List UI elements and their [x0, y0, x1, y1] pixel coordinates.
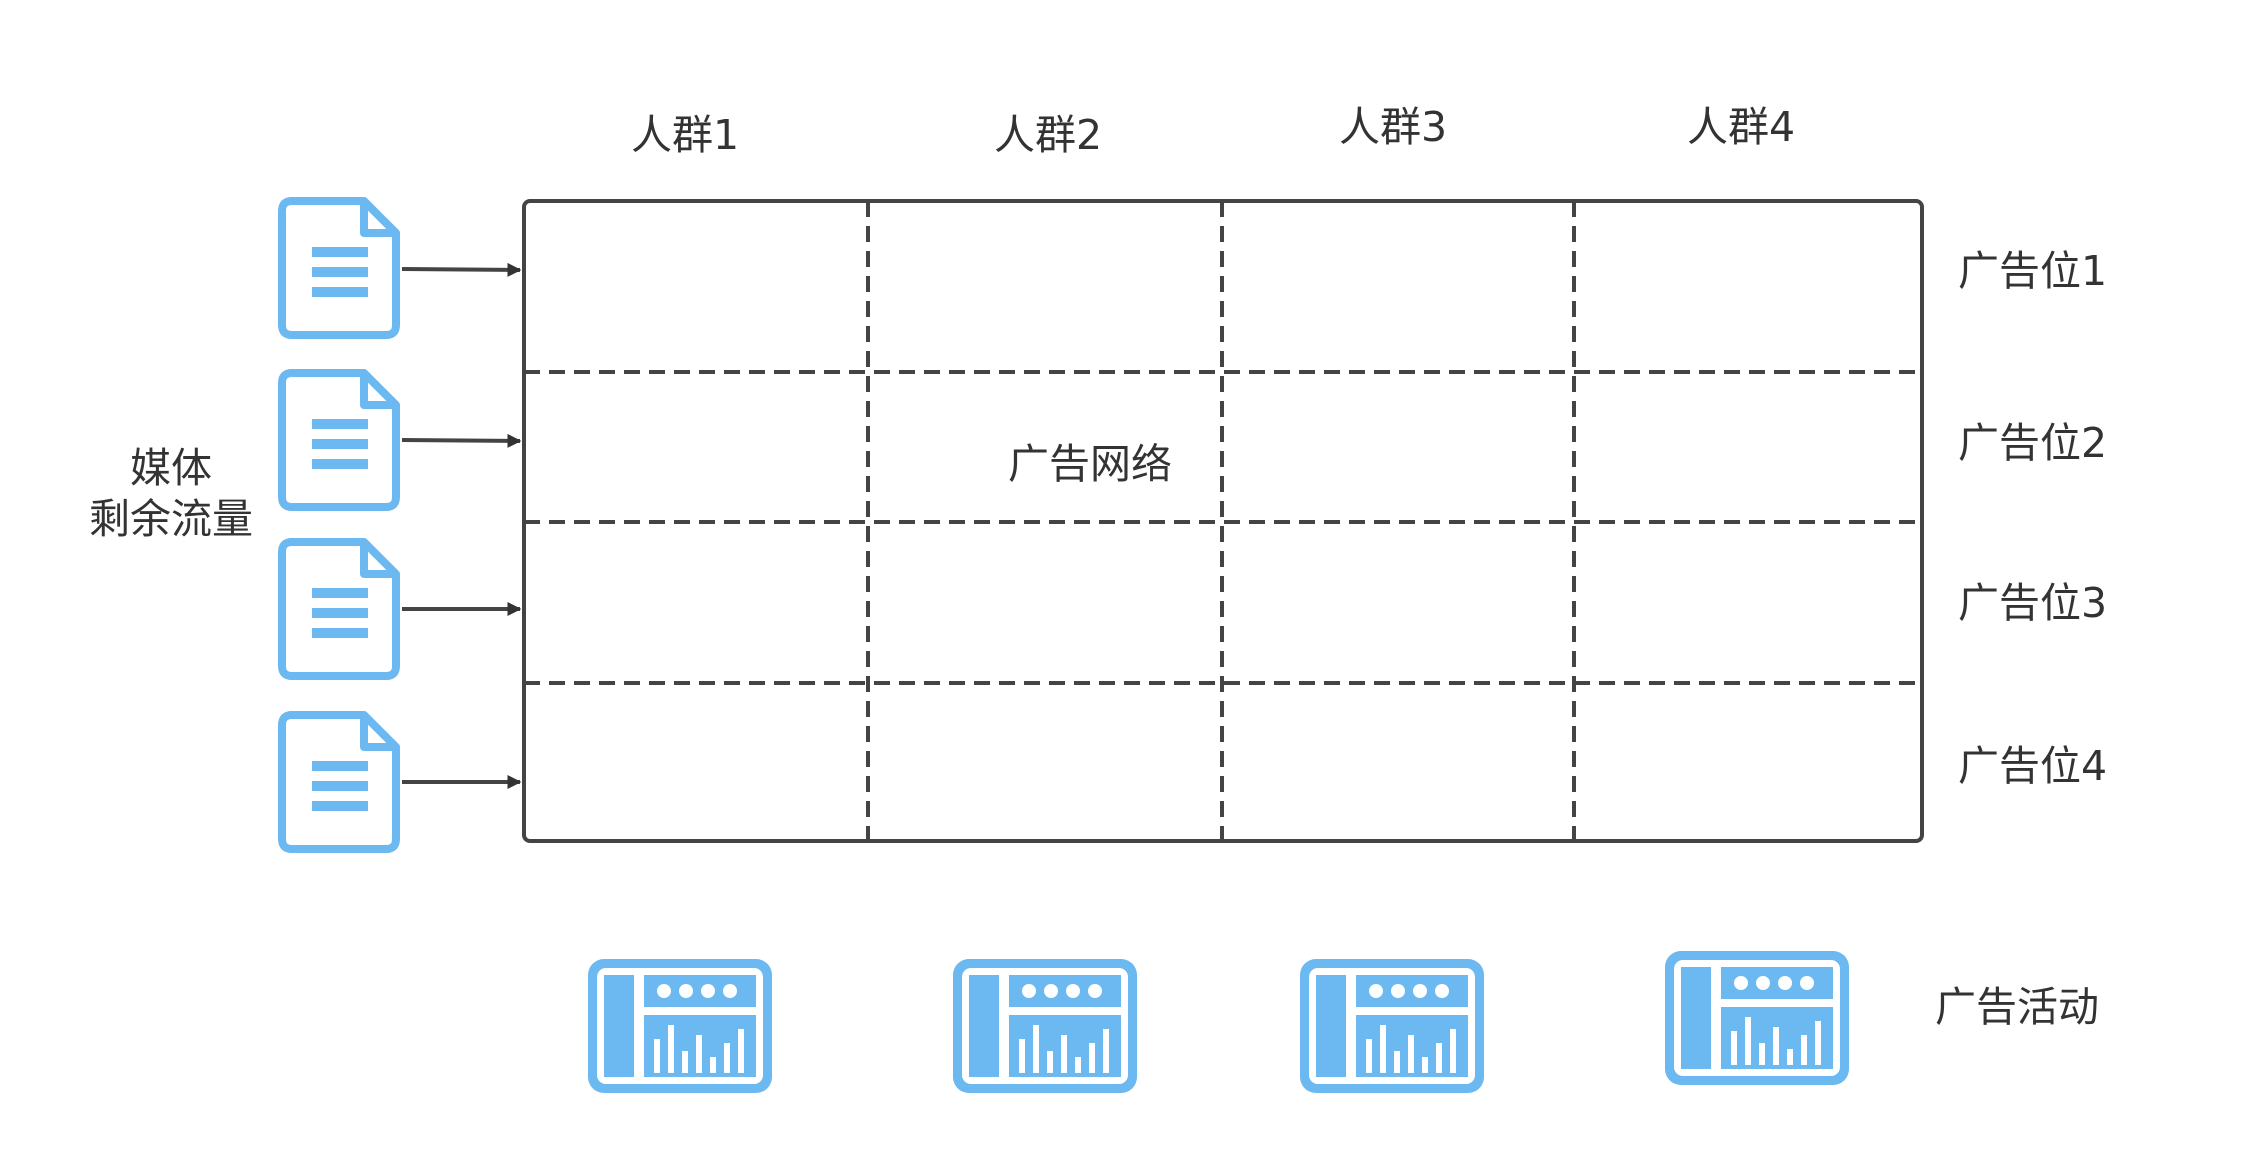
campaigns-label: 广告活动 [1935, 983, 2099, 1031]
column-header-2: 人群2 [994, 111, 1102, 159]
ad-network-grid [522, 199, 1924, 843]
arrow-right-icon [401, 433, 522, 448]
source-label-line2: 剩余流量 [89, 495, 253, 543]
arrow-right-icon [401, 262, 522, 277]
document-icon [278, 711, 400, 853]
dashboard-icon [1300, 959, 1484, 1093]
document-icon [278, 197, 400, 339]
row-label-1: 广告位1 [1958, 247, 2107, 295]
row-label-2: 广告位2 [1958, 419, 2107, 467]
column-header-1: 人群1 [631, 111, 739, 159]
row-label-4: 广告位4 [1958, 742, 2107, 790]
ad-network-label: 广告网络 [1008, 440, 1172, 488]
source-label-line1: 媒体 [130, 444, 212, 492]
dashboard-icon [953, 959, 1137, 1093]
column-header-3: 人群3 [1339, 103, 1447, 151]
column-header-4: 人群4 [1687, 103, 1795, 151]
document-icon [278, 538, 400, 680]
dashboard-icon [1665, 951, 1849, 1085]
row-label-3: 广告位3 [1958, 579, 2107, 627]
document-icon [278, 369, 400, 511]
dashboard-icon [588, 959, 772, 1093]
